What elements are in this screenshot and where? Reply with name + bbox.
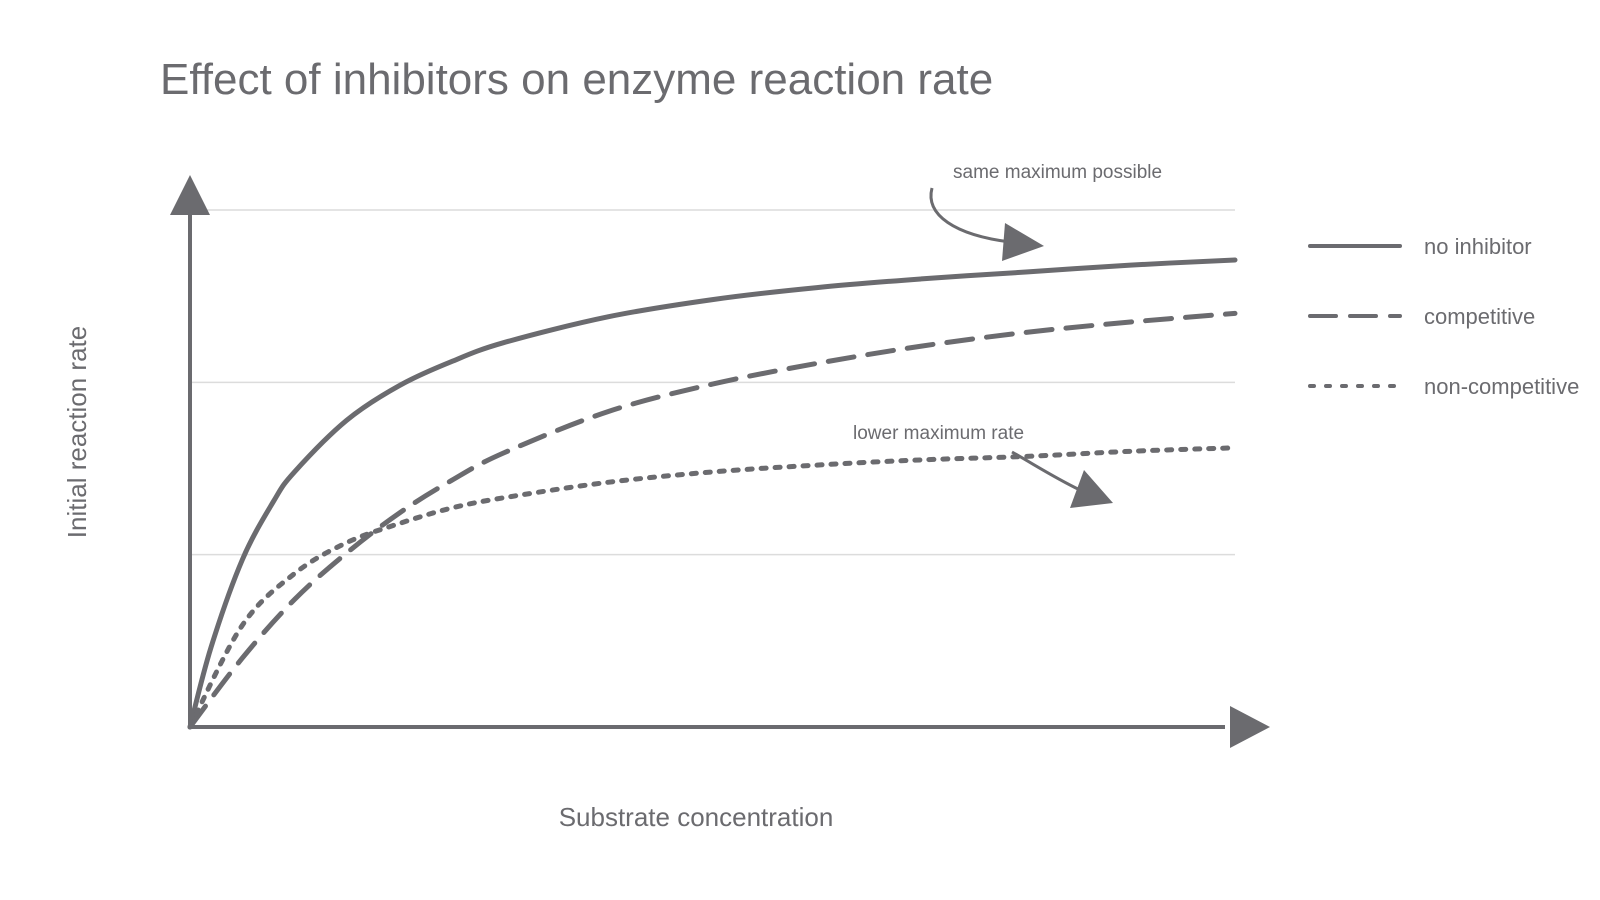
x-axis-arrowhead xyxy=(1230,706,1270,748)
legend: no inhibitor competitive non-competitive xyxy=(1308,234,1579,399)
legend-label-non-competitive: non-competitive xyxy=(1424,374,1579,399)
annotation-lower-maximum-arrow xyxy=(1011,450,1081,492)
series-line-non-competitive xyxy=(187,445,1238,730)
series-layer xyxy=(187,257,1238,730)
chart-title: Effect of inhibitors on enzyme reaction … xyxy=(160,55,993,104)
annotation-same-maximum-arrow xyxy=(929,187,1011,244)
series-line-competitive xyxy=(187,310,1238,730)
annotation-same-maximum-arrowhead xyxy=(1002,223,1044,261)
annotation-lower-maximum-arrowhead xyxy=(1070,470,1113,508)
legend-label-no-inhibitor: no inhibitor xyxy=(1424,234,1532,259)
annotations: same maximum possible lower maximum rate xyxy=(853,162,1162,508)
x-axis-label: Substrate concentration xyxy=(559,802,834,832)
y-axis-label: Initial reaction rate xyxy=(62,326,92,538)
annotation-same-maximum: same maximum possible xyxy=(953,162,1162,183)
series-line-no-inhibitor xyxy=(187,257,1238,730)
annotation-lower-maximum: lower maximum rate xyxy=(853,423,1024,444)
legend-label-competitive: competitive xyxy=(1424,304,1535,329)
axes xyxy=(170,175,1270,748)
y-axis-arrowhead xyxy=(170,175,210,215)
